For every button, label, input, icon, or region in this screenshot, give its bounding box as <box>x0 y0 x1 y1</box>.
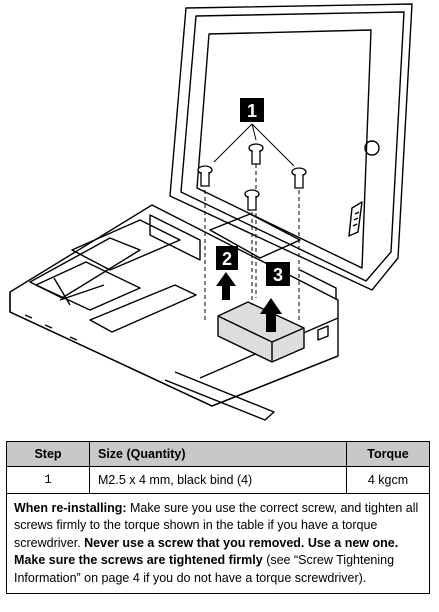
note-text-2: (see “Screw Tightening Information” on p… <box>14 553 395 585</box>
torque-cell: 4 kgcm <box>346 466 430 494</box>
up-arrow-icon <box>216 272 236 300</box>
reinstall-note: When re-installing: Make sure you use th… <box>6 492 430 595</box>
note-lead: When re-installing: <box>14 501 127 515</box>
table-header-row: Step Size (Quantity) Torque <box>6 441 430 467</box>
screw-icon <box>197 143 307 211</box>
system-base <box>9 204 339 421</box>
size-cell: M2.5 x 4 mm, black bind (4) <box>89 466 347 494</box>
note-text-1: Make sure you use the correct screw, and… <box>14 501 419 550</box>
up-arrow-icon <box>260 298 282 332</box>
table-row: 1 M2.5 x 4 mm, black bind (4) 4 kgcm <box>6 466 430 494</box>
display-latch-icon <box>364 140 380 156</box>
size-header: Size (Quantity) <box>89 441 347 467</box>
shield-cover <box>217 301 305 363</box>
svg-text:1: 1 <box>247 101 257 121</box>
callout-2: 2 <box>216 246 238 270</box>
note-row: When re-installing: Make sure you use th… <box>6 492 430 595</box>
step-cell: 1 <box>6 466 90 494</box>
step-header: Step <box>6 441 90 467</box>
svg-text:2: 2 <box>222 249 232 269</box>
note-warning: Never use a screw that you removed. Use … <box>14 535 399 568</box>
display-lid <box>169 3 413 291</box>
svg-text:3: 3 <box>273 265 283 285</box>
screw-spec-table: Step Size (Quantity) Torque 1 M2.5 x 4 m… <box>6 441 430 595</box>
laptop-disassembly-illustration: 1 2 3 <box>9 3 413 421</box>
torque-header: Torque <box>346 441 430 467</box>
callout-3: 3 <box>266 262 290 286</box>
callout-1: 1 <box>240 98 264 122</box>
